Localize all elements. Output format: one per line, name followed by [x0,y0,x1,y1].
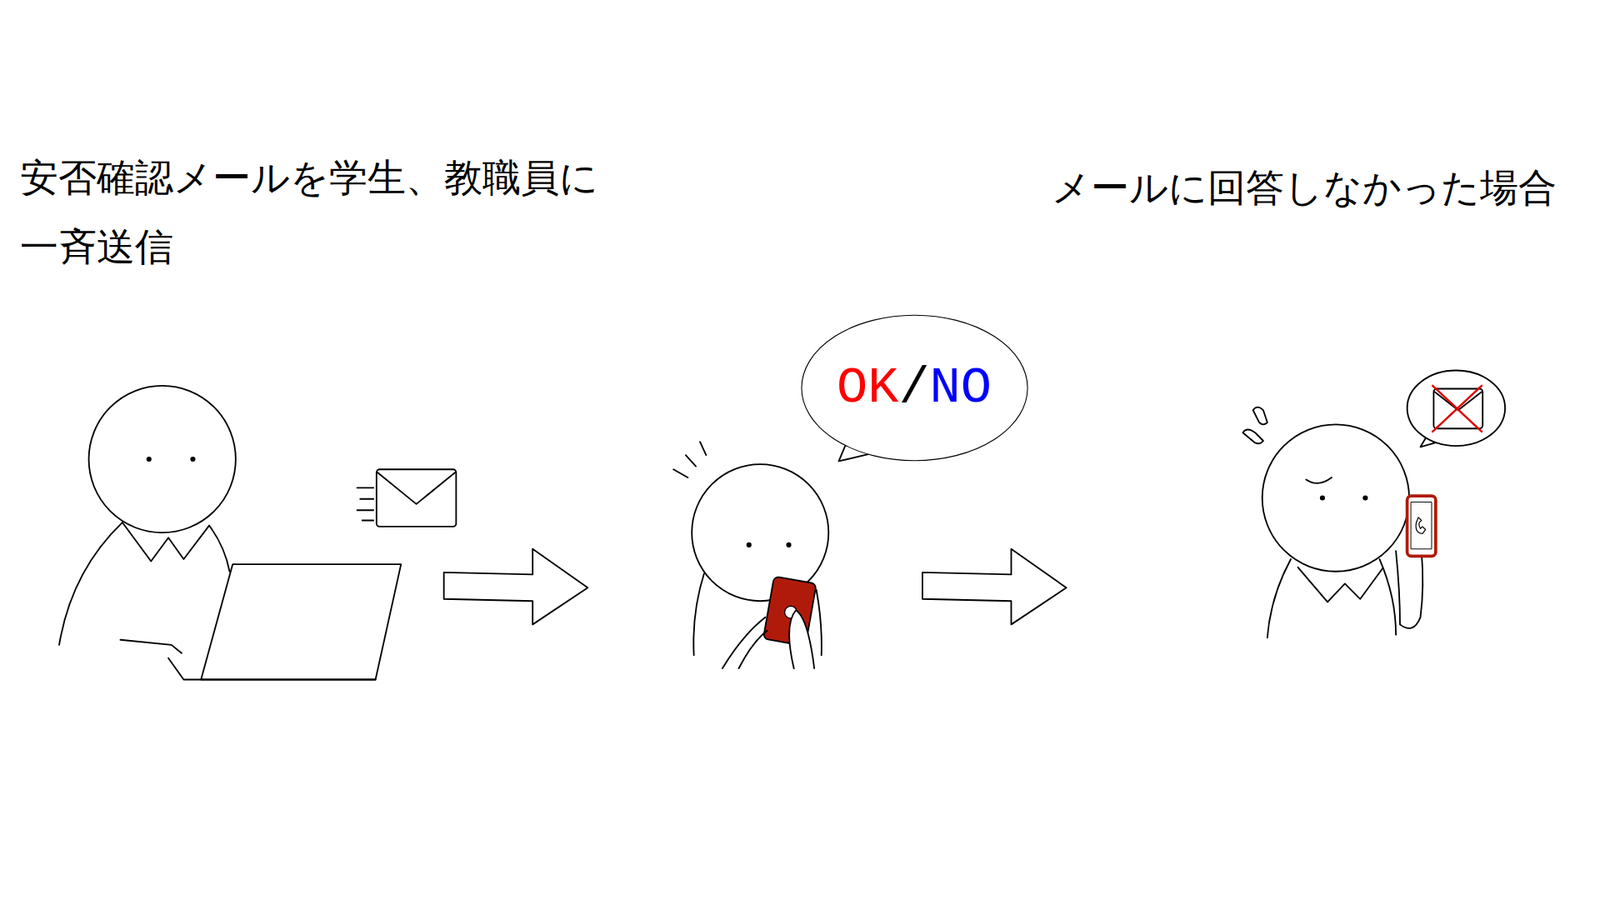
bubble-text-row: OK/NO [800,314,1030,462]
bubble-text: OK [836,362,899,415]
bubble-text: / [898,362,930,415]
flow-arrow [922,549,1067,625]
flow-arrow [444,549,589,625]
speech-bubble: OK/NO [800,314,1030,462]
heading-text: メールに回答しなかった場合 [1051,153,1557,223]
bubble-text: NO [930,362,992,415]
mail-icon [357,469,457,527]
no-reply-bubble [1407,370,1506,447]
sender-figure [59,385,401,680]
bubble-ellipse [800,315,1027,461]
caller-figure [1242,407,1435,639]
receiver-figure [673,441,829,669]
heading-text: 安否確認メールを学生、教職員に一斉送信 [20,143,620,282]
